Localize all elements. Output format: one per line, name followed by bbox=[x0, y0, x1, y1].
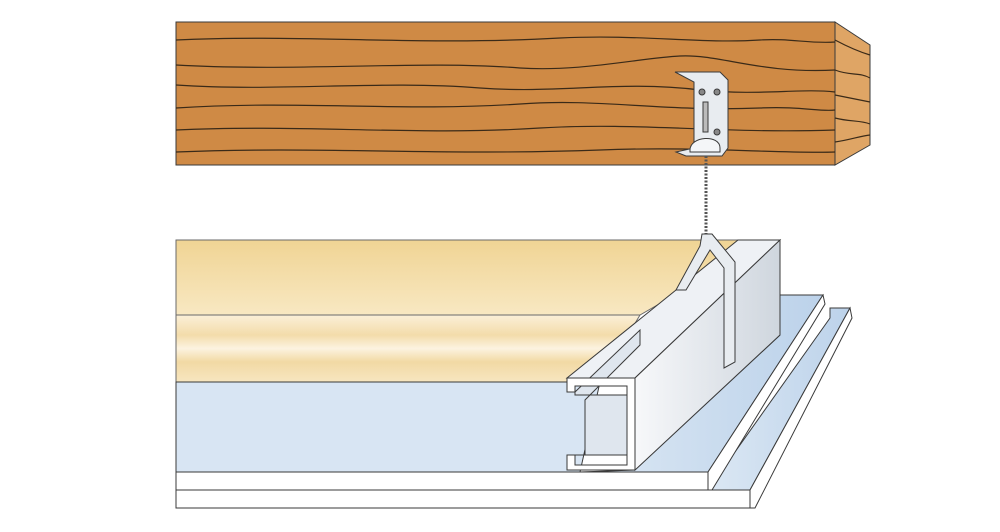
hanger-clip bbox=[675, 233, 736, 369]
board-lower-side bbox=[749, 306, 853, 509]
board-upper-side bbox=[707, 293, 826, 491]
beam-front-face bbox=[175, 21, 836, 166]
channel-front-profile bbox=[566, 377, 636, 471]
board-lower-top bbox=[707, 307, 851, 491]
insulation-layer bbox=[175, 239, 772, 383]
ceiling-board bbox=[175, 293, 853, 509]
adjuster-nut bbox=[689, 138, 721, 153]
adjuster-screw bbox=[702, 101, 709, 133]
bracket-screw bbox=[713, 88, 721, 96]
board-edge-upper bbox=[175, 471, 709, 491]
timber-beam bbox=[175, 21, 871, 166]
wood-grain-lines bbox=[175, 36, 871, 153]
bracket-screw bbox=[698, 88, 706, 96]
suspension-hanger bbox=[674, 71, 736, 369]
beam-end-face bbox=[834, 21, 871, 166]
bracket-screw bbox=[713, 128, 721, 136]
board-edge-lower bbox=[175, 489, 751, 509]
